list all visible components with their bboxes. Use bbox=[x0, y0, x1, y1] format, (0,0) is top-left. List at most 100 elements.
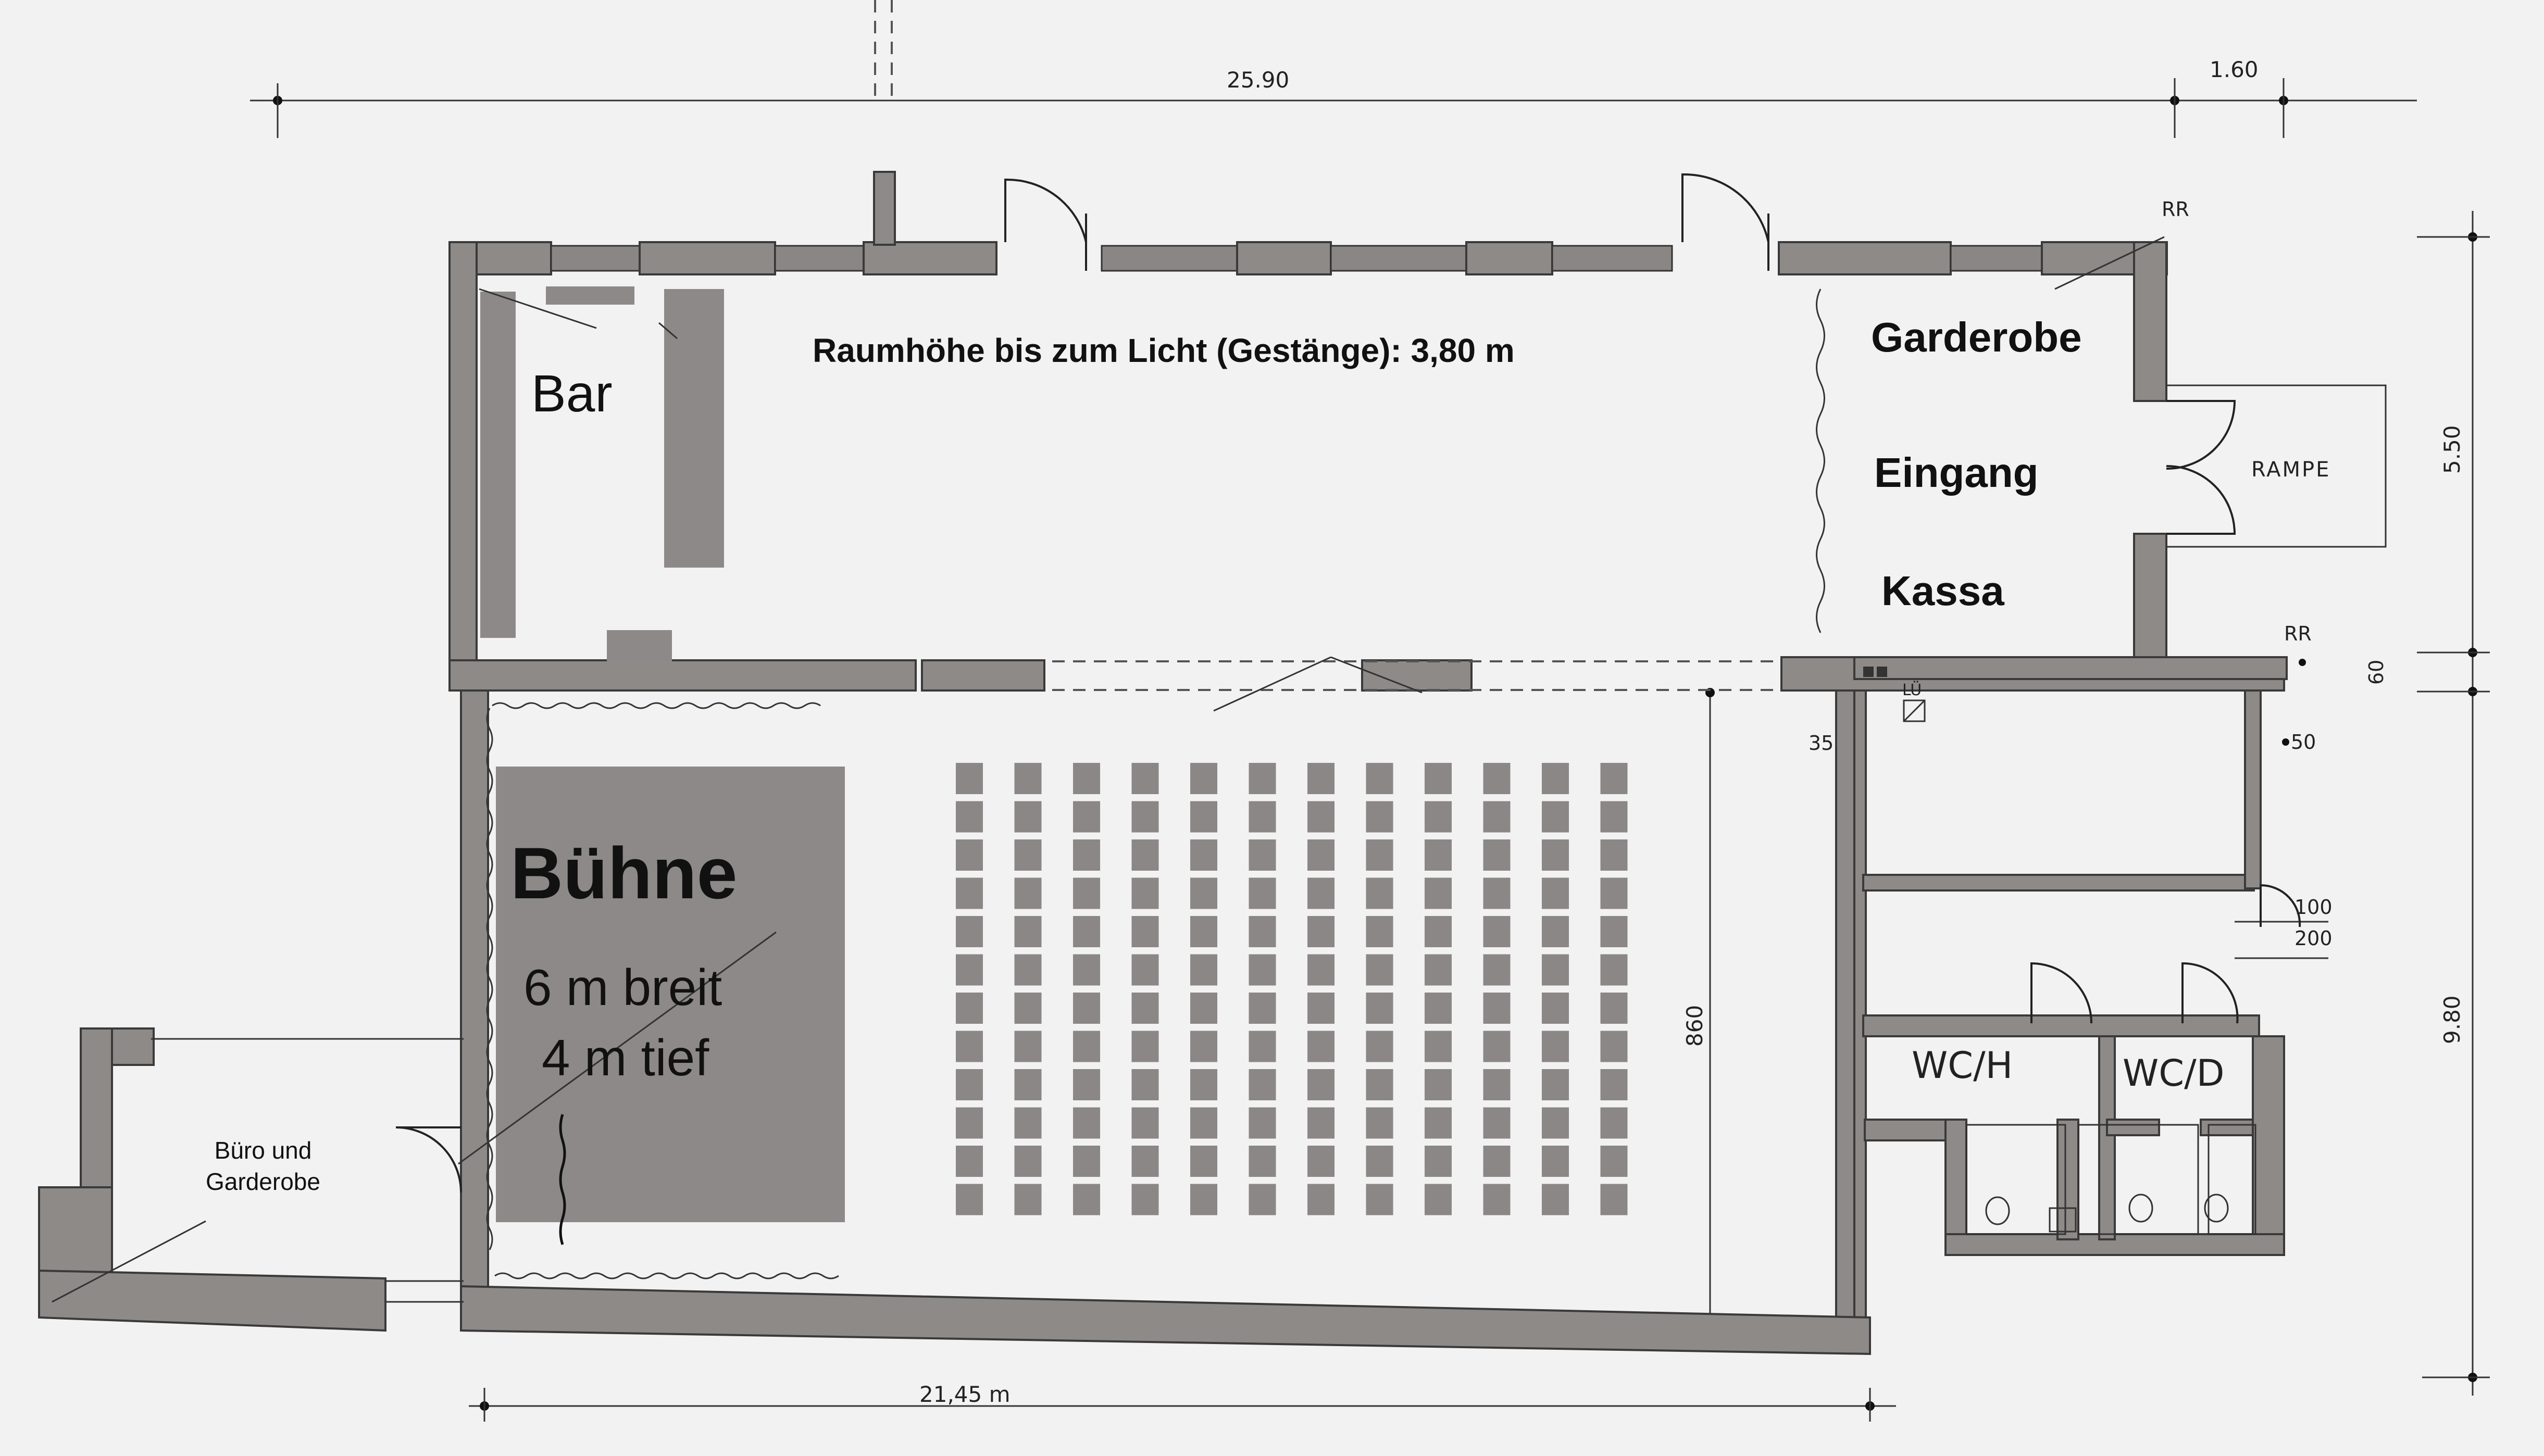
seating-grid bbox=[956, 763, 1628, 1215]
dim-wall-35: 35 bbox=[1809, 732, 1834, 755]
bar-fixtures bbox=[480, 286, 724, 661]
seat bbox=[1014, 801, 1042, 833]
rampe-label: RAMPE bbox=[2251, 458, 2330, 482]
seat bbox=[1425, 1107, 1452, 1139]
seat bbox=[1131, 1184, 1159, 1215]
seat bbox=[1366, 993, 1393, 1024]
seat bbox=[1600, 954, 1628, 986]
wc-men-label: WC/H bbox=[1912, 1044, 2013, 1087]
seat bbox=[1190, 1107, 1217, 1139]
seat bbox=[1249, 839, 1276, 871]
seat bbox=[956, 993, 983, 1024]
seat bbox=[1190, 916, 1217, 947]
seat bbox=[1425, 763, 1452, 794]
seat bbox=[1014, 1146, 1042, 1177]
dim-right-small: 60 bbox=[2365, 660, 2388, 685]
dim-top-right: 1.60 bbox=[2210, 57, 2259, 82]
seat bbox=[1600, 1069, 1628, 1100]
seat bbox=[1073, 1031, 1100, 1062]
seat bbox=[1131, 839, 1159, 871]
seat bbox=[1190, 801, 1217, 833]
seat bbox=[1307, 916, 1335, 947]
seat bbox=[956, 1031, 983, 1062]
seat bbox=[1600, 1184, 1628, 1215]
seat bbox=[1483, 1107, 1511, 1139]
rr-label-top: RR bbox=[2162, 198, 2189, 221]
seat bbox=[1366, 877, 1393, 909]
seat bbox=[956, 839, 983, 871]
seat bbox=[1014, 993, 1042, 1024]
seat bbox=[1542, 916, 1569, 947]
seat bbox=[1190, 877, 1217, 909]
room-height-note: Raumhöhe bis zum Licht (Gestänge): 3,80 … bbox=[813, 332, 1515, 369]
seat bbox=[1190, 954, 1217, 986]
seat bbox=[1249, 1069, 1276, 1100]
seat bbox=[1307, 993, 1335, 1024]
seat bbox=[1131, 1107, 1159, 1139]
seat bbox=[1542, 801, 1569, 833]
seat bbox=[1307, 877, 1335, 909]
seat bbox=[1014, 877, 1042, 909]
seat bbox=[1366, 1031, 1393, 1062]
seat bbox=[1190, 1184, 1217, 1215]
seat bbox=[1366, 916, 1393, 947]
office-label-line1: Büro und bbox=[215, 1137, 312, 1164]
seat bbox=[1600, 763, 1628, 794]
seat bbox=[1131, 801, 1159, 833]
seat bbox=[1073, 877, 1100, 909]
seat bbox=[1014, 916, 1042, 947]
seat bbox=[1014, 839, 1042, 871]
rr-label-mid: RR bbox=[2284, 622, 2312, 645]
seat bbox=[1425, 839, 1452, 871]
seat bbox=[1542, 1031, 1569, 1062]
seat bbox=[1483, 954, 1511, 986]
walls bbox=[38, 171, 2288, 1355]
seat bbox=[1542, 1184, 1569, 1215]
seat bbox=[1073, 801, 1100, 833]
seat bbox=[1073, 954, 1100, 986]
seat bbox=[1307, 1107, 1335, 1139]
seat bbox=[1307, 954, 1335, 986]
seat bbox=[1249, 877, 1276, 909]
seat bbox=[1542, 954, 1569, 986]
seat bbox=[1249, 1146, 1276, 1177]
eingang-label: Eingang bbox=[1874, 449, 2039, 496]
seat bbox=[1483, 1146, 1511, 1177]
seat bbox=[1190, 993, 1217, 1024]
dim-bottom-overall: 21,45 m bbox=[919, 1382, 1011, 1407]
seat bbox=[1131, 763, 1159, 794]
seat bbox=[956, 1107, 983, 1139]
dimension-lines bbox=[250, 0, 2490, 1422]
seat bbox=[1425, 993, 1452, 1024]
seat bbox=[1366, 839, 1393, 871]
stage bbox=[496, 767, 845, 1222]
seat bbox=[1249, 1031, 1276, 1062]
seat bbox=[956, 763, 983, 794]
seat bbox=[1483, 1031, 1511, 1062]
seat bbox=[1483, 1069, 1511, 1100]
seat bbox=[1366, 763, 1393, 794]
seat bbox=[1014, 1069, 1042, 1100]
seat bbox=[1366, 1146, 1393, 1177]
seat bbox=[1366, 801, 1393, 833]
wc-women-label: WC/D bbox=[2123, 1052, 2225, 1095]
dim-right-upper: 5.50 bbox=[2439, 425, 2465, 474]
seat bbox=[1600, 877, 1628, 909]
seat bbox=[1483, 839, 1511, 871]
seat bbox=[1131, 1031, 1159, 1062]
seat bbox=[1190, 1146, 1217, 1177]
stage-depth-label: 4 m tief bbox=[542, 1029, 709, 1086]
seat bbox=[1073, 916, 1100, 947]
dim-hall-depth: 860 bbox=[1682, 1005, 1707, 1047]
seat bbox=[1425, 1069, 1452, 1100]
stage-width-label: 6 m breit bbox=[523, 959, 722, 1016]
seat bbox=[1483, 801, 1511, 833]
garderobe-label: Garderobe bbox=[1871, 314, 2082, 360]
seat bbox=[1131, 954, 1159, 986]
seat bbox=[1425, 877, 1452, 909]
seat bbox=[1249, 954, 1276, 986]
seat bbox=[1600, 1107, 1628, 1139]
seat bbox=[1073, 1069, 1100, 1100]
seat bbox=[1014, 1184, 1042, 1215]
